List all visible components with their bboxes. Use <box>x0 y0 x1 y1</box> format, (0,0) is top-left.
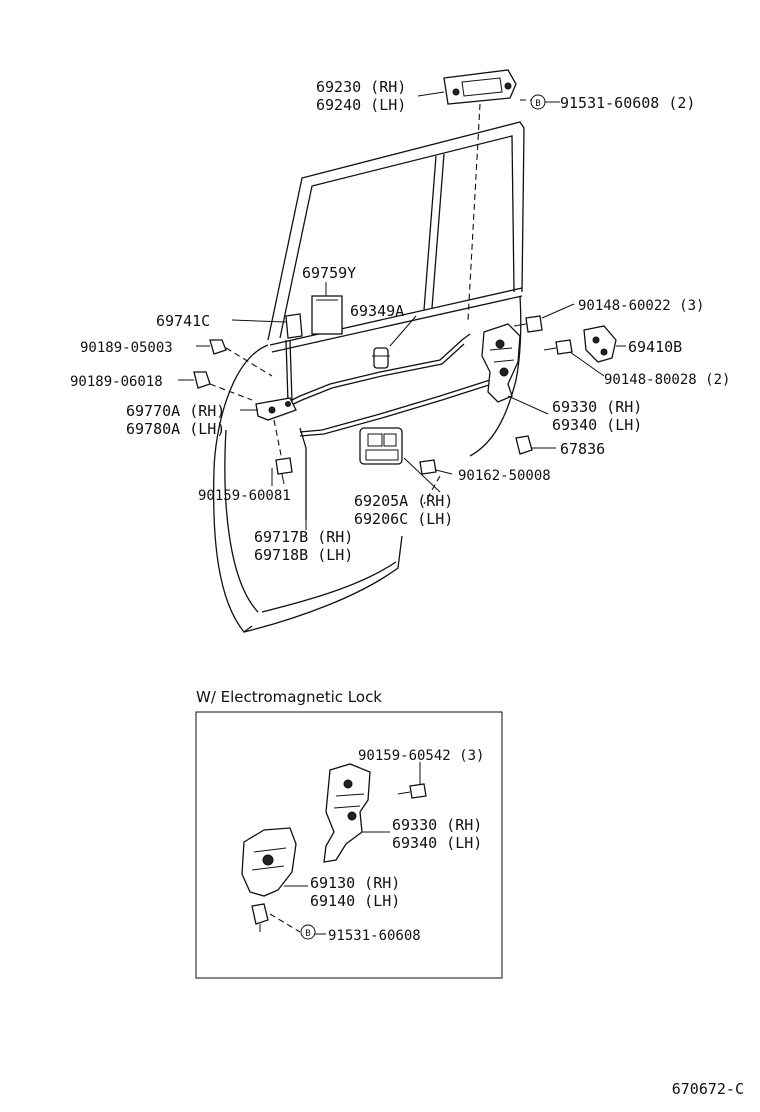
callout-handle-outside-lh: 69240 (LH) <box>316 96 406 114</box>
callout-control-lh: 69780A (LH) <box>126 420 225 438</box>
callout-clip-rod: 69349A <box>350 302 404 320</box>
callout-clip-b: 90189-06018 <box>70 374 163 390</box>
inset-callout-lock-lh: 69340 (LH) <box>392 834 482 852</box>
callout-clip-a: 90189-05003 <box>80 340 173 356</box>
cover-part <box>285 313 303 339</box>
clip-a-part <box>209 339 227 355</box>
callout-screw-d: 90162-50008 <box>458 468 551 484</box>
bolt-a-part <box>513 315 543 333</box>
inset-callout-motor-lh: 69140 (LH) <box>310 892 400 910</box>
screw-c-part <box>275 457 293 485</box>
inside-handle-part <box>359 427 403 465</box>
callout-protector: 69759Y <box>302 264 356 282</box>
bolt-symbol-letter: B <box>535 99 540 109</box>
callout-handle-outside-rh: 69230 (RH) <box>316 78 406 96</box>
inset-bolt-symbol-icon <box>300 924 316 940</box>
rod-clip-part <box>372 347 390 369</box>
callout-lock-lh: 69340 (LH) <box>552 416 642 434</box>
inset-motor-part <box>241 827 297 932</box>
callout-striker: 69410B <box>628 338 682 356</box>
callout-lock-rh: 69330 (RH) <box>552 398 642 416</box>
callout-rod-lh: 69718B (LH) <box>254 546 353 564</box>
inset-screw-part <box>397 783 427 799</box>
callout-screw-top: 91531-60608 (2) <box>560 94 695 112</box>
callout-cover: 69741C <box>156 312 210 330</box>
callout-bolt-a: 90148-60022 (3) <box>578 298 704 314</box>
callout-inside-handle-rh: 69205A (RH) <box>354 492 453 510</box>
striker-part <box>583 325 617 363</box>
inset-callout-screw-b: 91531-60608 <box>328 928 421 944</box>
outside-handle <box>443 69 517 105</box>
inset-frame <box>195 711 503 979</box>
inset-callout-lock-rh: 69330 (RH) <box>392 816 482 834</box>
lock-control-part <box>255 397 297 421</box>
callout-bumper: 67836 <box>560 440 605 458</box>
figure-code: 670672-C <box>672 1080 744 1098</box>
callout-inside-handle-lh: 69206C (LH) <box>354 510 453 528</box>
protector-part <box>311 295 343 335</box>
inset-callout-screw: 90159-60542 (3) <box>358 748 484 764</box>
callout-rod-rh: 69717B (RH) <box>254 528 353 546</box>
callout-screw-c: 90159-60081 <box>198 488 291 504</box>
screw-d-part <box>419 459 437 475</box>
callout-bolt-b: 90148-80028 (2) <box>604 372 730 388</box>
bolt-b-part <box>543 339 573 355</box>
door-lock-part <box>481 323 521 403</box>
bumper-part <box>515 435 533 455</box>
inset-callout-motor-rh: 69130 (RH) <box>310 874 400 892</box>
callout-control-rh: 69770A (RH) <box>126 402 225 420</box>
inset-title: W/ Electromagnetic Lock <box>196 688 382 706</box>
clip-b-part <box>193 371 211 389</box>
inset-bolt-symbol-letter: B <box>305 929 310 939</box>
inset-lock-part <box>323 763 371 863</box>
